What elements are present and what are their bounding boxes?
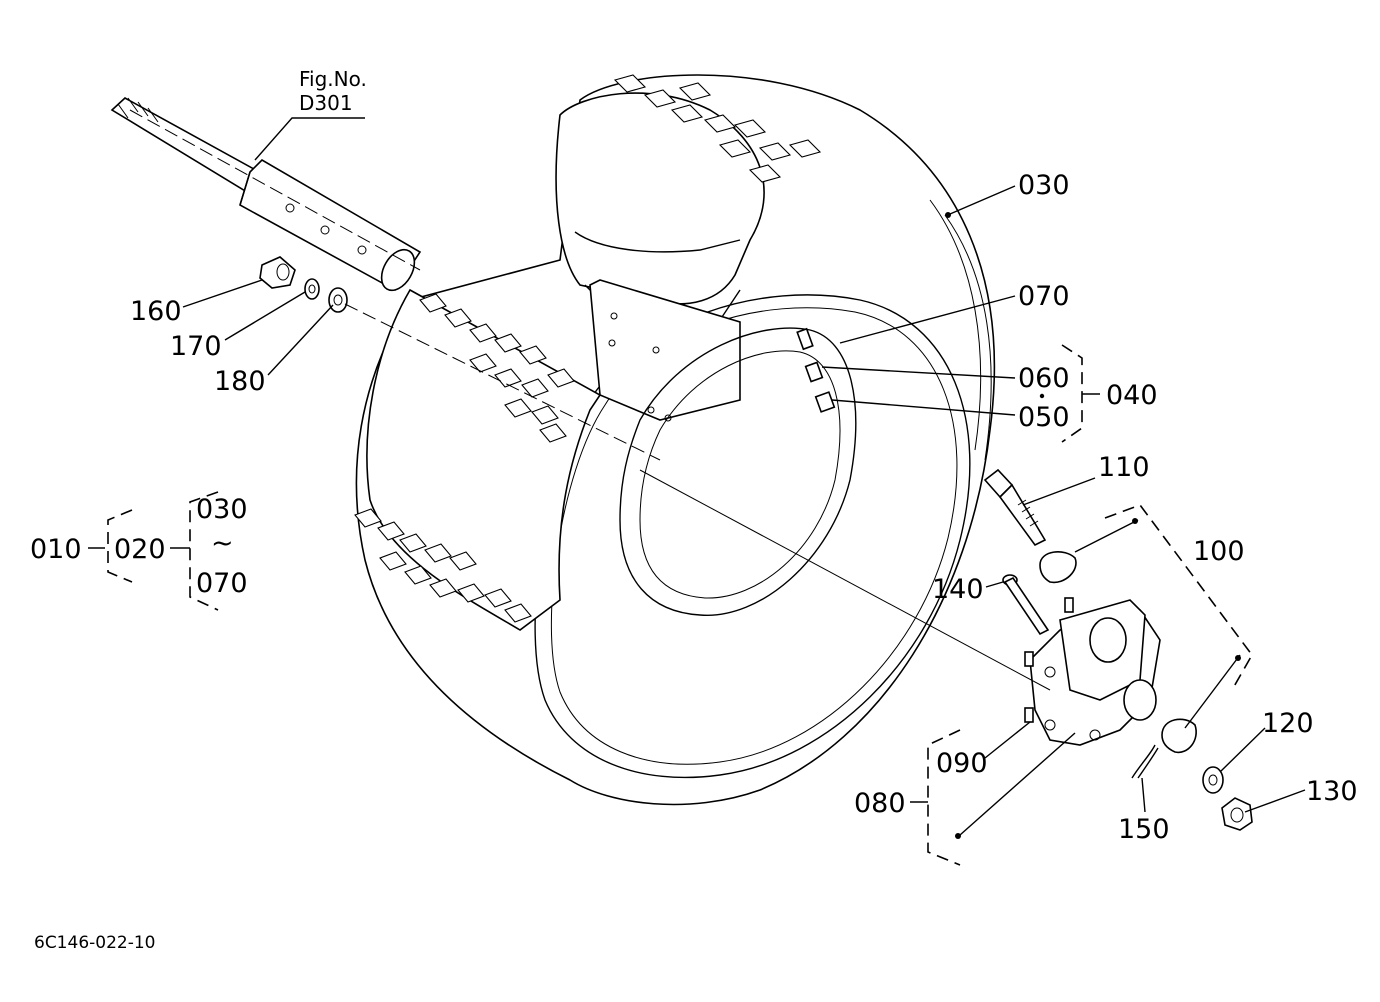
pin-140 — [1002, 574, 1050, 636]
label-020: 020 — [114, 534, 166, 565]
label-030-group: 030 — [196, 494, 248, 525]
label-060: 060 — [1018, 363, 1070, 394]
label-050: 050 — [1018, 402, 1070, 433]
label-range-tilde: ~ — [211, 528, 234, 559]
nut-130 — [1221, 797, 1253, 831]
label-100: 100 — [1193, 536, 1245, 567]
washer-120 — [1202, 766, 1224, 794]
label-160: 160 — [130, 296, 182, 327]
spacer-100-bottom — [1161, 718, 1197, 754]
label-090: 090 — [936, 748, 988, 779]
label-180: 180 — [214, 366, 266, 397]
label-070-group: 070 — [196, 568, 248, 599]
label-120: 120 — [1262, 708, 1314, 739]
drawing-code: 6C146-022-10 — [34, 933, 155, 953]
axle-shaft — [110, 97, 422, 292]
assembly-centerlines — [129, 109, 1051, 691]
label-150: 150 — [1118, 814, 1170, 845]
label-080: 080 — [854, 788, 906, 819]
figure-ref-line1: Fig.No. — [299, 67, 367, 91]
tire-030 — [355, 74, 996, 806]
label-010: 010 — [30, 534, 82, 565]
wheel-hub-090 — [1024, 597, 1161, 746]
lock-washer-170 — [304, 278, 320, 300]
label-140: 140 — [932, 574, 984, 605]
spacer-100-top — [1039, 551, 1077, 584]
leader-lines — [182, 117, 1306, 839]
label-110: 110 — [1098, 452, 1150, 483]
label-070: 070 — [1018, 281, 1070, 312]
group-brackets — [88, 344, 1253, 866]
label-030: 030 — [1018, 170, 1070, 201]
bolt-110 — [983, 468, 1047, 547]
label-130: 130 — [1306, 776, 1358, 807]
tire-tread-pattern — [354, 74, 822, 623]
label-040: 040 — [1106, 380, 1158, 411]
cotter-pin-150 — [1131, 744, 1159, 779]
label-170: 170 — [170, 331, 222, 362]
flat-washer-180 — [328, 287, 348, 313]
lug-nut-160 — [259, 256, 296, 289]
figure-ref-line2: D301 — [299, 91, 353, 115]
